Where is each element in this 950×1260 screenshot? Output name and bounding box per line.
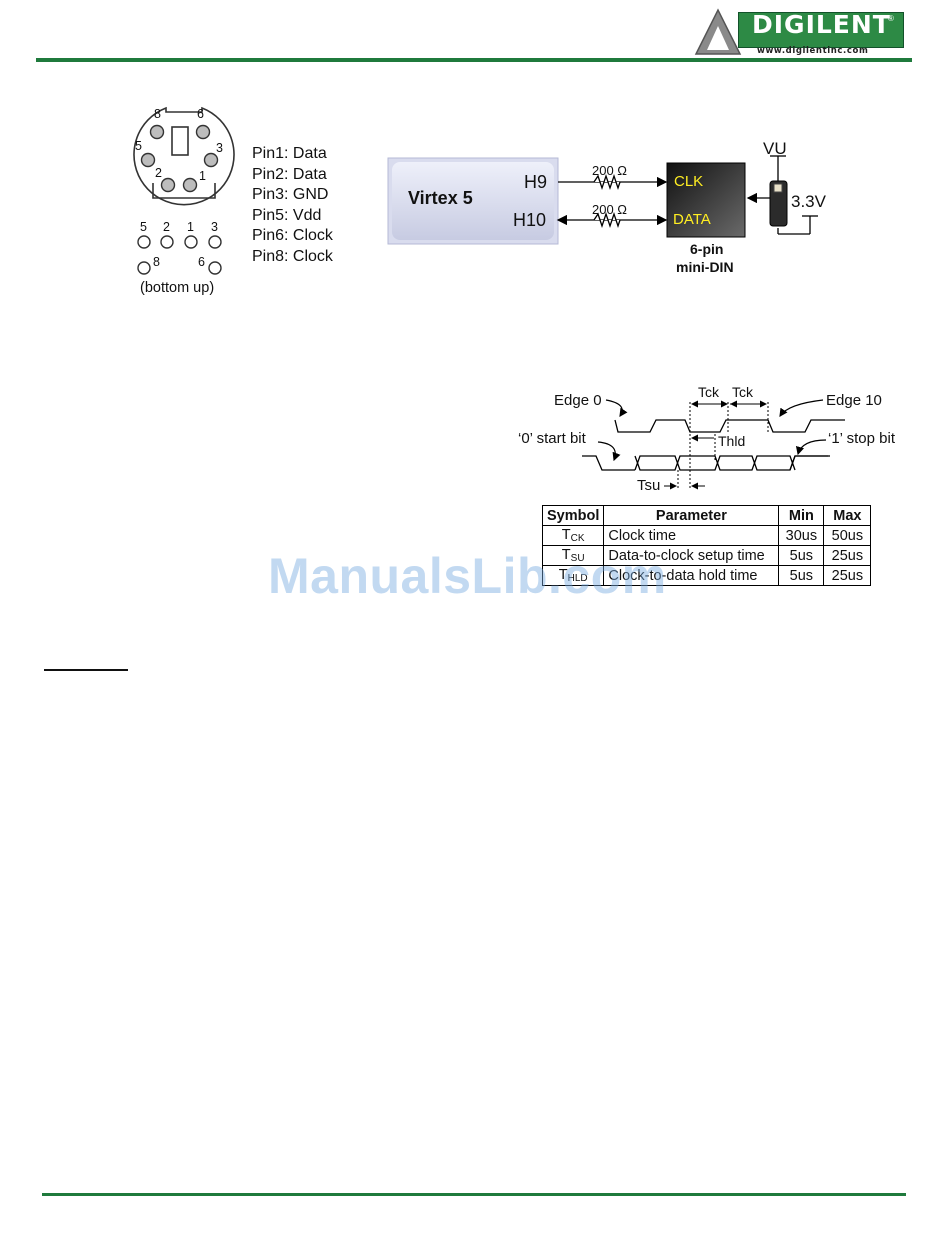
pin-h9-label: H9: [524, 172, 548, 192]
pin-number: 6: [197, 107, 204, 121]
pin-assignment: Pin5: Vdd: [252, 206, 322, 224]
max-cell: 25us: [823, 565, 872, 586]
data-waveform: [634, 455, 828, 471]
mini-din-block: [666, 162, 746, 238]
pin-number: 3: [216, 141, 223, 155]
parameter-cell: Clock time: [603, 525, 780, 546]
pin-number: 8: [154, 107, 161, 121]
data-signal-label: DATA: [673, 211, 711, 228]
mini-din-connector-diagram: [133, 106, 235, 275]
table-header-row: Symbol Parameter Min Max: [541, 505, 872, 526]
start-bit-label: ‘0’ start bit: [518, 430, 586, 447]
fpga-label: Virtex 5: [408, 188, 473, 208]
pin-number: 8: [153, 255, 160, 269]
pin-h10-label: H10: [513, 210, 547, 230]
timing-parameter-table: Symbol Parameter Min Max TCK Clock time …: [541, 505, 872, 586]
pin-6-socket: [195, 124, 211, 140]
pin-assignment: Pin2: Data: [252, 165, 327, 183]
pin-number: 5: [140, 220, 147, 234]
pin-number: 1: [187, 220, 194, 234]
max-cell: 50us: [823, 525, 872, 546]
table-row: TCK Clock time 30us 50us: [541, 525, 872, 546]
logo-text: DIGILENT: [752, 10, 891, 39]
resistor-value: 200 Ω: [592, 202, 628, 217]
connector-key: [171, 126, 189, 156]
pin-number: 2: [163, 220, 170, 234]
column-header: Min: [778, 505, 825, 526]
max-cell: 25us: [823, 545, 872, 566]
pin-assignment: Pin3: GND: [252, 186, 329, 203]
edge0-label: Edge 0: [554, 392, 602, 409]
symbol-cell: THLD: [541, 565, 605, 586]
pin-8-socket: [149, 124, 165, 140]
resistor-value: 200 Ω: [592, 163, 628, 178]
edge10-label: Edge 10: [826, 392, 882, 409]
pin-assignment-list: Pin1: Data Pin2: Data Pin3: GND Pin5: Vd…: [252, 144, 333, 267]
supply-3v3-label: 3.3V: [791, 192, 826, 211]
pin-3-socket: [203, 152, 219, 168]
section-underline: [44, 669, 128, 671]
pin-number: 3: [211, 220, 218, 234]
logo-box: [738, 12, 904, 48]
logo-url: www.digilentinc.com: [757, 46, 869, 56]
watermark: ManualsLib.com: [268, 548, 667, 604]
pin-1-socket: [182, 177, 198, 193]
column-header: Max: [823, 505, 872, 526]
parameter-cell: Clock-to-data hold time: [603, 565, 780, 586]
header-rule: [36, 58, 912, 62]
resistor-icon: [593, 173, 621, 191]
pin-number: 2: [155, 166, 162, 180]
pin-assignment: Pin8: Clock: [252, 247, 333, 265]
pin-assignment: Pin1: Data: [252, 145, 327, 162]
resistor-icon: [593, 211, 621, 229]
tck-label: Tck: [698, 384, 719, 400]
clk-signal-label: CLK: [674, 173, 704, 190]
connector-type-label: mini-DIN: [676, 259, 734, 275]
pin-5-socket: [140, 152, 156, 168]
registered-mark-icon: ®: [888, 14, 894, 23]
table-row: TSU Data-to-clock setup time 5us 25us: [541, 545, 872, 566]
column-header: Parameter: [603, 505, 780, 526]
pin-number: 1: [199, 169, 206, 183]
symbol-cell: TSU: [541, 545, 605, 566]
min-cell: 30us: [778, 525, 825, 546]
connector-type-label: 6-pin: [690, 241, 724, 257]
stop-bit-label: ‘1’ stop bit: [828, 430, 895, 447]
pin-number: 5: [135, 139, 142, 153]
min-cell: 5us: [778, 545, 825, 566]
table-row: THLD Clock-to-data hold time 5us 25us: [541, 565, 872, 586]
clock-waveform: [614, 419, 845, 433]
tsu-label: Tsu: [637, 477, 661, 494]
thld-label: Thld: [718, 433, 746, 449]
bottom-view-caption: (bottom up): [140, 280, 215, 296]
tck-label: Tck: [732, 384, 753, 400]
footer-rule: [42, 1193, 906, 1196]
vu-label: VU: [763, 139, 787, 158]
pin-assignment: Pin6: Clock: [252, 227, 333, 244]
symbol-cell: TCK: [541, 525, 605, 546]
pin-number: 6: [198, 255, 205, 269]
column-header: Symbol: [541, 505, 605, 526]
ps2-circuit-diagram: [387, 155, 818, 245]
pin-2-socket: [160, 177, 176, 193]
ps2-timing-diagram: [582, 399, 845, 490]
min-cell: 5us: [778, 565, 825, 586]
digilent-logo: [694, 8, 742, 55]
